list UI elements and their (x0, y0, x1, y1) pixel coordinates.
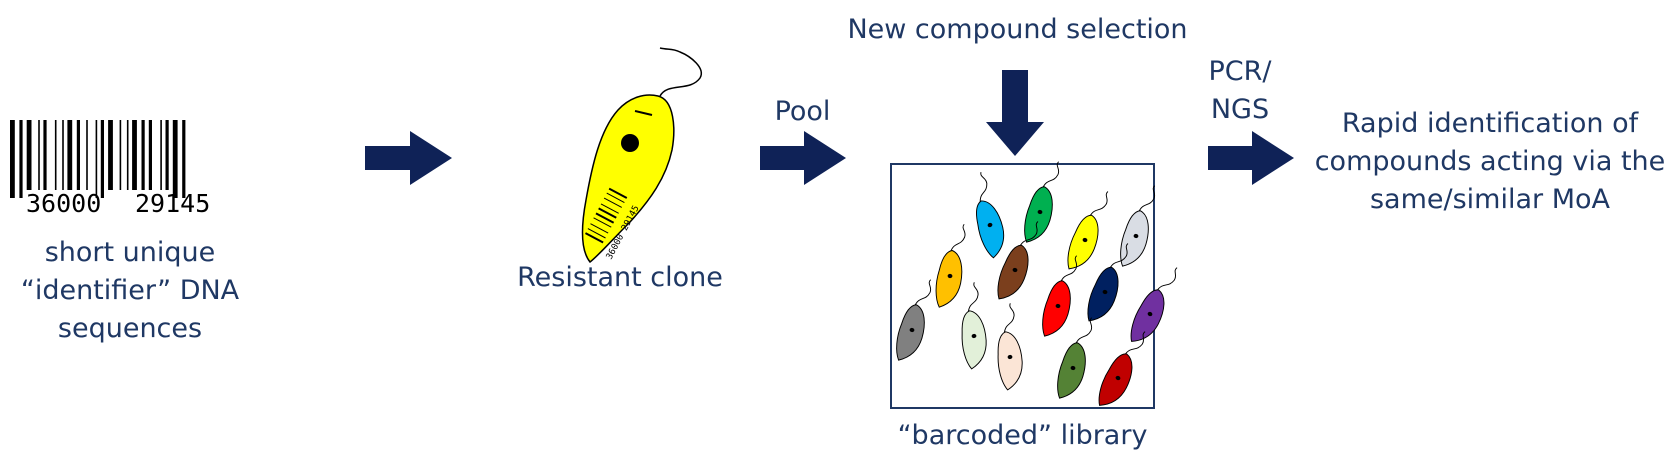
barcode-caption: short unique “identifier” DNA sequences (20, 237, 240, 344)
barcode-digits-right: 29145 (135, 189, 210, 218)
pool-label: Pool (774, 96, 831, 127)
resistant-clone-parasite-icon: 36000 29145 (581, 47, 703, 264)
barcode-icon (10, 120, 186, 198)
result-text: Rapid identification of compounds acting… (1314, 108, 1666, 215)
pcr-ngs-label: PCR/ NGS (1208, 56, 1272, 125)
resistant-clone-label: Resistant clone (517, 262, 723, 293)
arrow-down-icon (986, 70, 1044, 156)
arrow-right-icon (1208, 131, 1294, 185)
barcode-digits-left: 36000 (26, 189, 101, 218)
arrow-right-icon (760, 131, 846, 185)
library-label: “barcoded” library (897, 420, 1148, 451)
arrow-right-icon (365, 131, 452, 185)
new-compound-label: New compound selection (847, 14, 1188, 45)
